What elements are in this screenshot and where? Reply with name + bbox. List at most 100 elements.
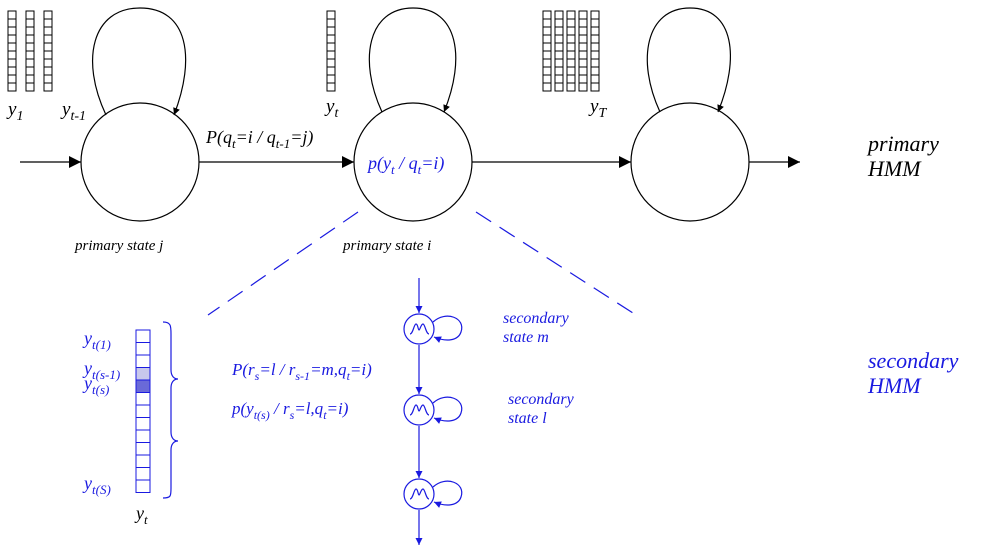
vector-cell [542, 66, 552, 76]
vector-cell [7, 58, 17, 68]
secondary-state-l-label-line2: state l [508, 410, 547, 427]
vector-cell [566, 42, 576, 52]
vector-cell [542, 26, 552, 36]
vector-cell [43, 18, 53, 28]
vector-cell [7, 82, 17, 92]
observation-vector-stack [578, 10, 588, 92]
vector-cell [566, 74, 576, 84]
primary-hmm-label-line2: HMM [867, 156, 922, 181]
vector-cell [135, 429, 151, 443]
observation-vector-stack [554, 10, 564, 92]
vector-cell [135, 479, 151, 493]
self-loop-l [432, 396, 463, 424]
vector-cell [542, 82, 552, 92]
vector-cell [578, 74, 588, 84]
vector-cell [135, 342, 151, 356]
secondary-state-next [403, 478, 463, 510]
primary-hmm-label-line1: primary [866, 131, 939, 156]
vector-cell [554, 10, 564, 20]
vector-cell [326, 10, 336, 20]
observation-vector-stack [590, 10, 600, 92]
vector-cell [578, 66, 588, 76]
vector-cell [566, 50, 576, 60]
secondary-state-m-label-line2: state m [503, 329, 549, 346]
vector-cell [578, 18, 588, 28]
vector-cell [590, 34, 600, 44]
vector-cell [590, 42, 600, 52]
vector-cell [135, 392, 151, 406]
secondary-emission-label: p(yt(s) / rs=l,qt=i) [231, 399, 349, 422]
vector-cell [542, 18, 552, 28]
self-loop-next [432, 480, 463, 508]
observation-vector-stack [326, 10, 336, 92]
vector-cell [326, 18, 336, 28]
vector-cell [135, 454, 151, 468]
vector-cell [326, 50, 336, 60]
vector-cell [25, 82, 35, 92]
vector-cell [25, 50, 35, 60]
vector-cell [566, 10, 576, 20]
gaussian-mixture-icon [409, 488, 430, 500]
secondary-transition-label: P(rs=l / rs-1=m,qt=i) [231, 360, 372, 383]
self-loop-m [432, 315, 463, 343]
secondary-state-m [403, 313, 463, 345]
vector-cell [590, 66, 600, 76]
vector-label-y-tS: yt(S) [82, 473, 111, 497]
vector-cell [554, 74, 564, 84]
vector-cell [542, 10, 552, 20]
observation-vector-stack [566, 10, 576, 92]
primary-state-j-label: primary state j [74, 238, 163, 254]
secondary-hmm: yt(1) yt(s-1) yt(s) yt(S) yt [82, 278, 959, 545]
vector-cell [326, 26, 336, 36]
vector-cell [7, 66, 17, 76]
vector-cell [43, 66, 53, 76]
vector-label-y-ts-minus-1: yt(s-1) [82, 358, 120, 382]
vector-cell [566, 58, 576, 68]
secondary-state-l-label-line1: secondary [508, 391, 575, 408]
vector-cell [542, 42, 552, 52]
secondary-state-m-label-line1: secondary [503, 310, 570, 327]
vector-cell [326, 42, 336, 52]
transition-probability-label: P(qt=i / qt-1=j) [205, 127, 313, 151]
obs-label-y1: y1 [6, 99, 23, 124]
vector-cell [25, 66, 35, 76]
vector-cell [578, 34, 588, 44]
vector-cell [43, 58, 53, 68]
vector-cell [578, 58, 588, 68]
vector-cell [590, 26, 600, 36]
vector-cell [542, 34, 552, 44]
primary-state-i-label: primary state i [342, 238, 431, 254]
vector-cell [135, 442, 151, 456]
vector-cell [326, 82, 336, 92]
vector-cell [43, 42, 53, 52]
vector-cell [578, 82, 588, 92]
vector-cell [554, 42, 564, 52]
vector-cell [578, 50, 588, 60]
vector-cell [590, 74, 600, 84]
zoom-line-left [207, 211, 359, 316]
vector-cell [25, 18, 35, 28]
vector-cell [43, 50, 53, 60]
self-loop-j [92, 7, 187, 116]
zoom-line-right [475, 211, 637, 316]
vector-cell [590, 18, 600, 28]
self-loop-end [646, 7, 731, 113]
vector-cell [135, 467, 151, 481]
vector-cell [554, 50, 564, 60]
vector-label-y-t: yt [134, 503, 148, 527]
vector-cell [25, 10, 35, 20]
vector-cell [25, 58, 35, 68]
vector-cell [566, 82, 576, 92]
vector-cell [43, 74, 53, 84]
gaussian-mixture-icon [409, 323, 430, 335]
vector-cell [43, 34, 53, 44]
primary-hmm: y1 yt-1 yt yT P(qt=i / qt-1=j) p(yt / qt… [6, 7, 939, 254]
vector-cell [7, 50, 17, 60]
vector-cell [590, 82, 600, 92]
vector-cell [7, 26, 17, 36]
vector-cell [7, 42, 17, 52]
vector-cell [326, 66, 336, 76]
vector-cell [43, 26, 53, 36]
self-loop-i [368, 7, 457, 113]
vector-cell [554, 34, 564, 44]
